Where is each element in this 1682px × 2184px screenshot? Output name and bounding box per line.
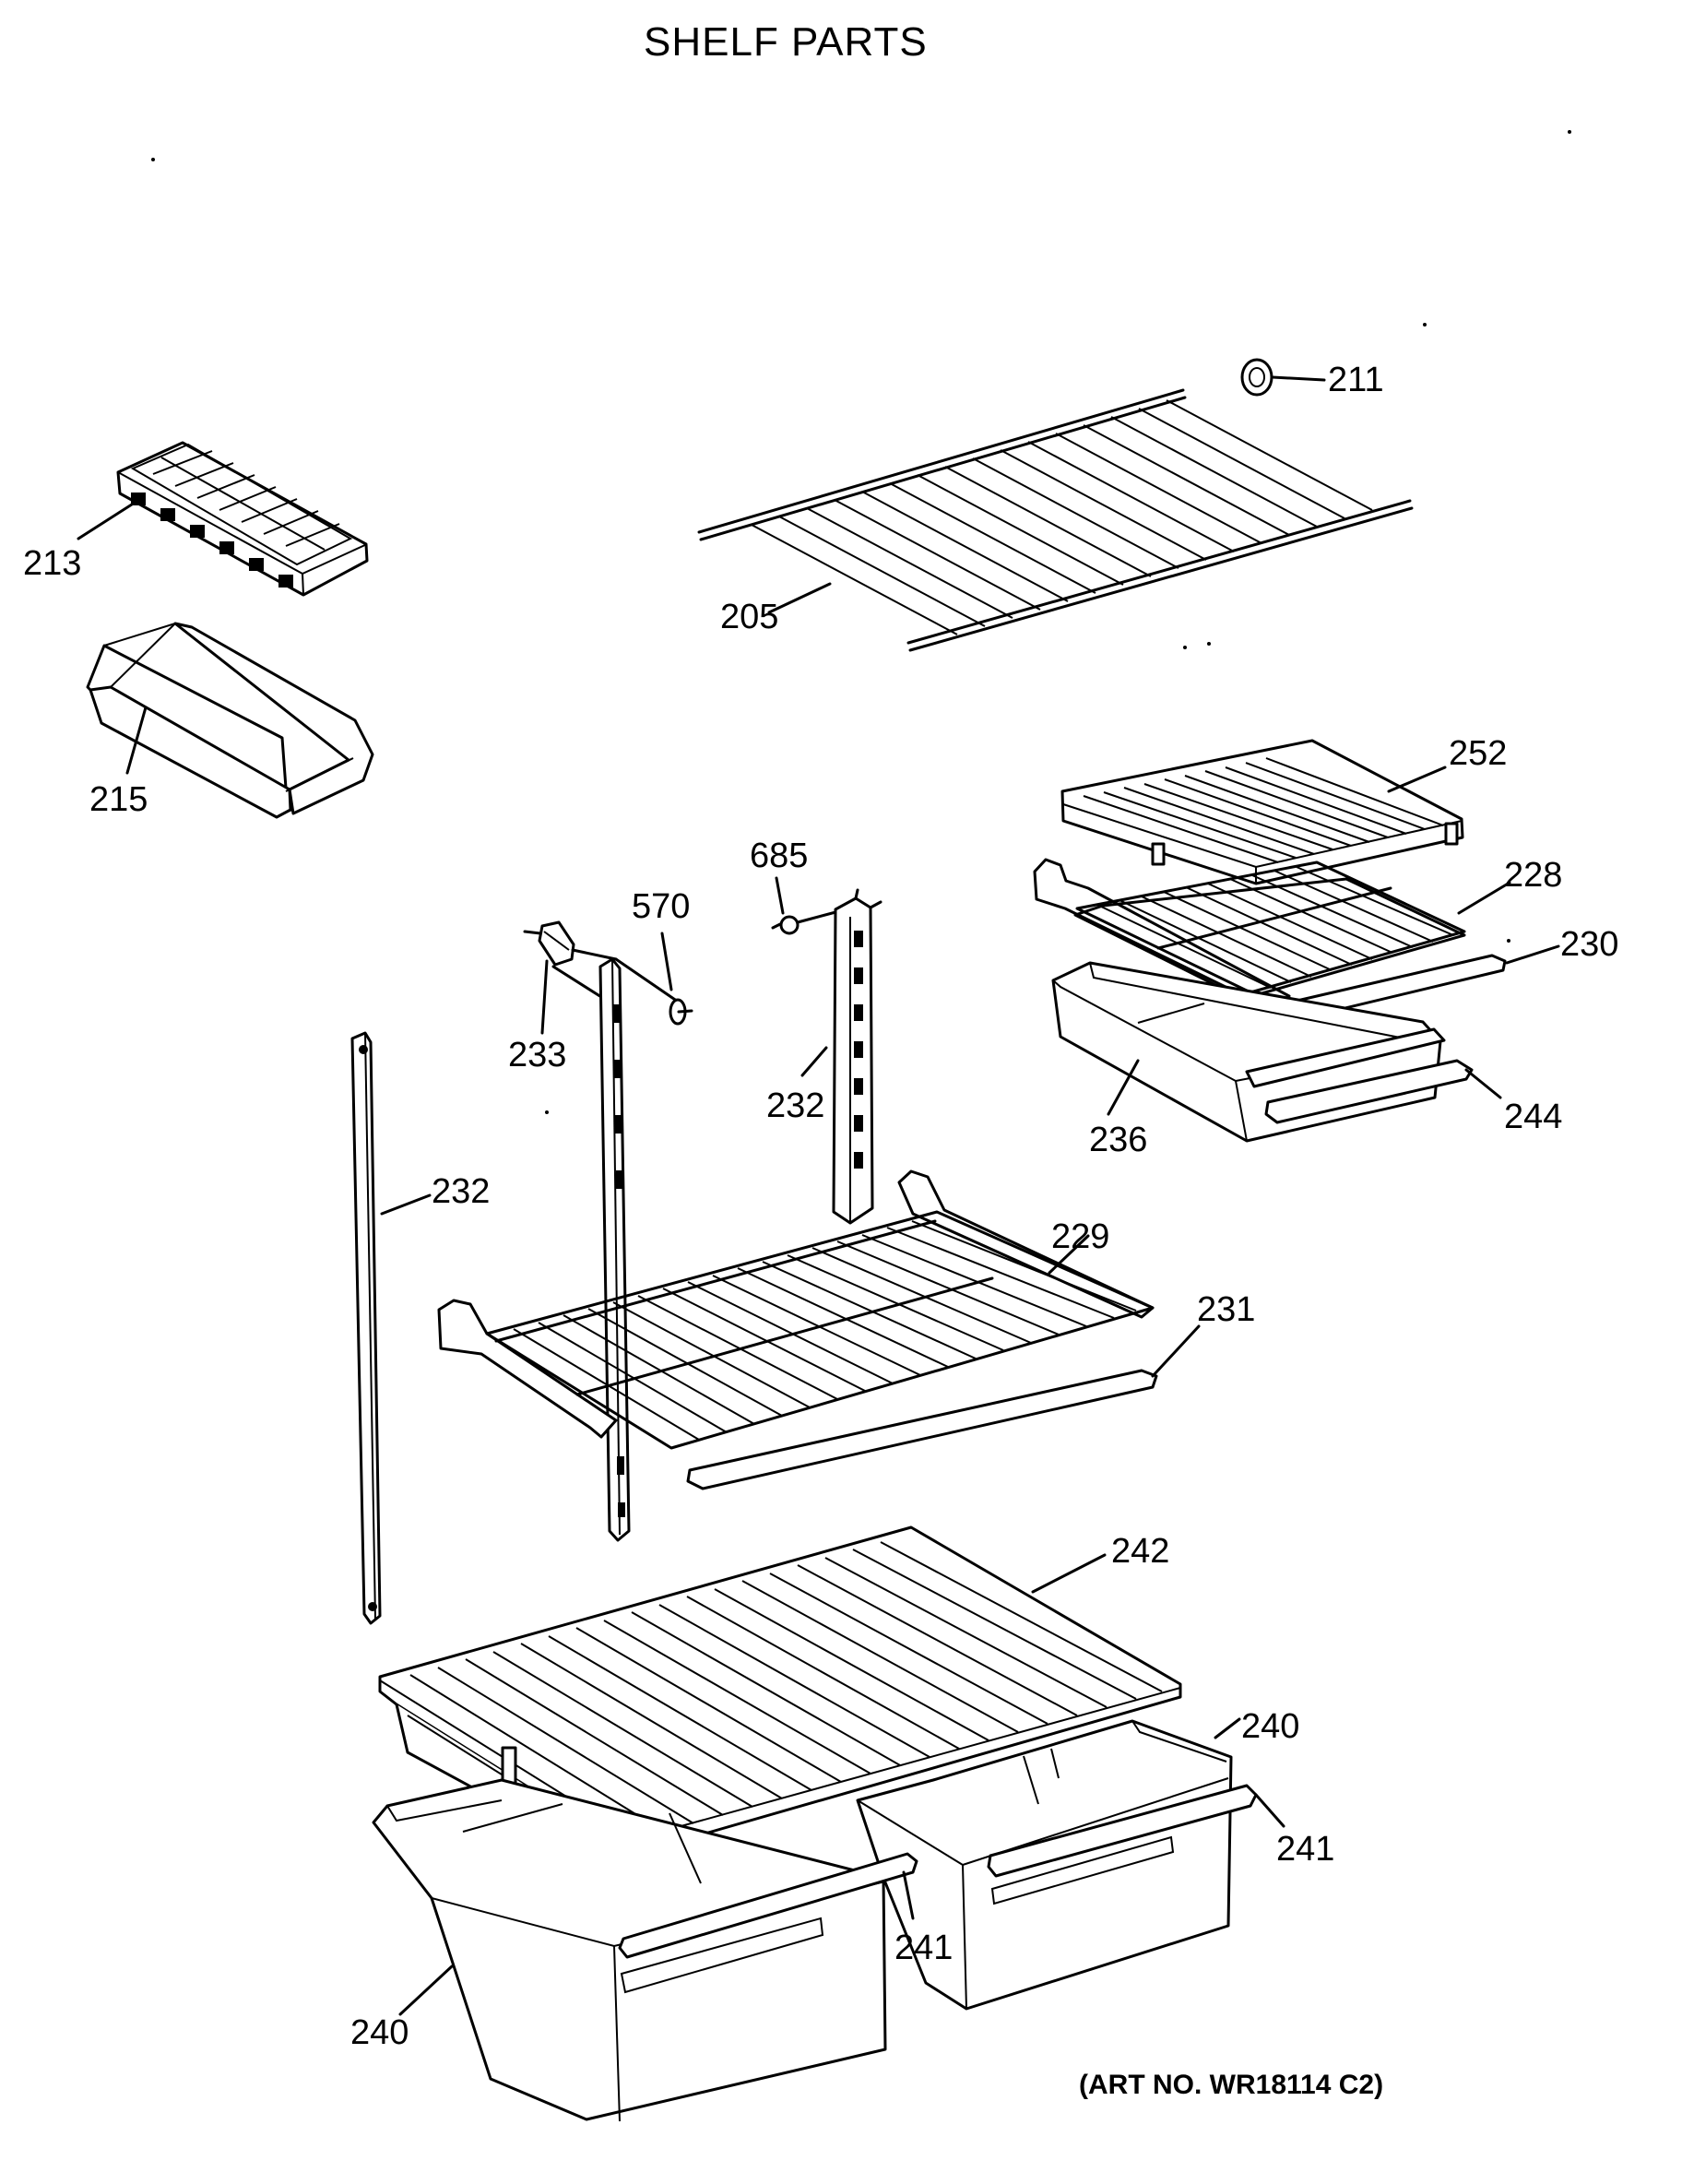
part-211-cap [1240,358,1326,397]
callout-242: 242 [1111,1532,1169,1571]
callout-252: 252 [1449,734,1507,773]
part-244-drawer-handle [1264,1059,1502,1124]
part-252-shelf-cover [1060,739,1464,885]
part-240-crisper-drawer-left [372,1778,918,2122]
part-228-small-wire-shelf [1033,858,1511,1011]
callout-240-left: 240 [350,2013,409,2052]
part-205-wire-shelf [697,388,1414,652]
part-213-ice-tray [77,441,369,597]
callout-215: 215 [89,780,148,819]
callout-205: 205 [720,598,778,636]
diagram-title: SHELF PARTS [644,19,928,65]
callout-241-right: 241 [1276,1830,1334,1869]
part-231-trim [686,1324,1201,1490]
art-number: (ART NO. WR18114 C2) [1079,2070,1383,2100]
callout-213: 213 [23,544,81,583]
callout-233: 233 [508,1036,566,1074]
callout-232-left: 232 [432,1172,490,1211]
callout-685: 685 [750,837,808,875]
part-685-screw [771,876,841,935]
callout-240-right: 240 [1241,1707,1299,1746]
callout-236: 236 [1089,1121,1147,1159]
part-232-rail-middle [598,957,631,1542]
callout-570: 570 [632,887,690,926]
callout-230: 230 [1560,925,1618,964]
part-229-wire-shelf [437,1169,1155,1450]
callout-244: 244 [1504,1098,1562,1136]
scan-specks [151,130,1571,1114]
part-232-rail-left [350,1031,432,1625]
callout-228: 228 [1504,856,1562,895]
part-570-screw [614,932,693,1026]
callout-241-left: 241 [894,1929,953,1967]
part-215-door-bin [86,622,374,819]
callout-231: 231 [1197,1290,1255,1329]
part-232-rail-right [800,888,882,1225]
callout-211: 211 [1328,361,1384,399]
part-240-crisper-drawer-right [856,1717,1285,2011]
callout-232-right: 232 [766,1086,824,1125]
part-233-clip [523,920,618,1035]
callout-229: 229 [1051,1217,1109,1256]
